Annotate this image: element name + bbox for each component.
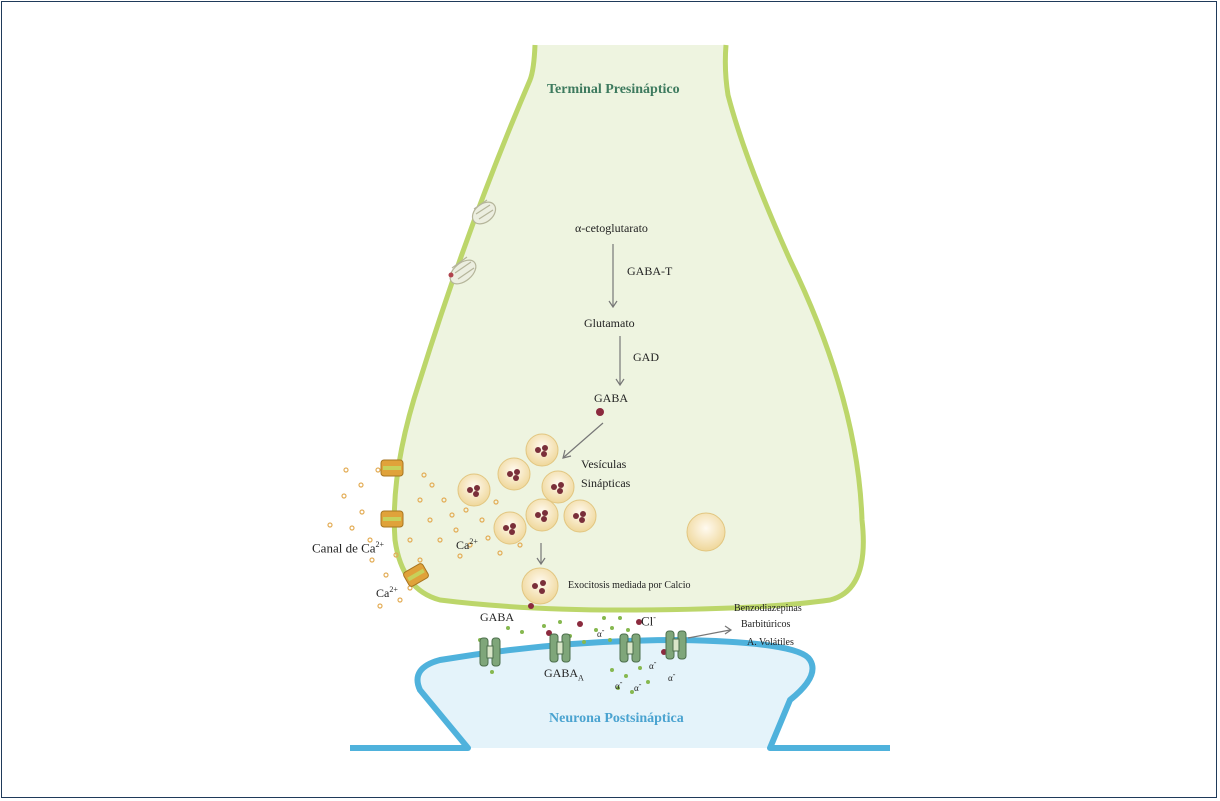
gaba-a-receptors bbox=[479, 630, 687, 667]
gaba-molecule bbox=[596, 408, 604, 416]
exocytosis-label: Exocitosis mediada por Calcio bbox=[568, 580, 691, 591]
gaba-a-receptor-label: GABAA bbox=[544, 666, 584, 683]
calcium-ions bbox=[327, 467, 523, 609]
postsynaptic-neuron bbox=[350, 637, 890, 751]
pathway-enzyme-gaba-t: GABA-T bbox=[627, 264, 673, 278]
postsynaptic-title: Neurona Postsináptica bbox=[549, 711, 684, 726]
chloride-ion-4: α- bbox=[615, 678, 623, 691]
mitochondria bbox=[448, 199, 497, 285]
chloride-label: Cl- bbox=[641, 613, 656, 629]
calcium-channels bbox=[380, 459, 429, 587]
calcium-channel-label: Canal de Ca2+ bbox=[312, 540, 385, 556]
modulator-barbiturates: Barbitúricos bbox=[741, 619, 791, 630]
gaba-released-label: GABA bbox=[480, 610, 515, 624]
pathway-arrows bbox=[536, 244, 733, 639]
chloride-ion-1: α- bbox=[597, 626, 605, 639]
chloride-ion-3: α- bbox=[668, 670, 676, 683]
calcium-ion-label-2: Ca2+ bbox=[376, 585, 398, 600]
pathway-enzyme-gad: GAD bbox=[633, 350, 659, 364]
vesicles-label-line2: Sinápticas bbox=[581, 476, 631, 490]
chloride-ion-2: α- bbox=[649, 658, 657, 671]
calcium-ion-label: Ca2+ bbox=[456, 537, 478, 552]
presynaptic-title: Terminal Presináptico bbox=[547, 82, 680, 97]
modulator-volatile-anesthetics: A. Volátiles bbox=[747, 637, 794, 648]
vesicles-label-line1: Vesículas bbox=[581, 457, 627, 471]
synaptic-vesicles bbox=[457, 433, 726, 605]
modulator-benzodiazepines: Benzodiazepinas bbox=[734, 603, 802, 614]
pathway-step-gaba: GABA bbox=[594, 391, 629, 405]
pathway-step-alpha-ketoglutarate: α-cetoglutarato bbox=[575, 221, 648, 235]
chloride-ion-5: α- bbox=[634, 680, 642, 693]
pathway-step-glutamate: Glutamato bbox=[584, 316, 635, 330]
